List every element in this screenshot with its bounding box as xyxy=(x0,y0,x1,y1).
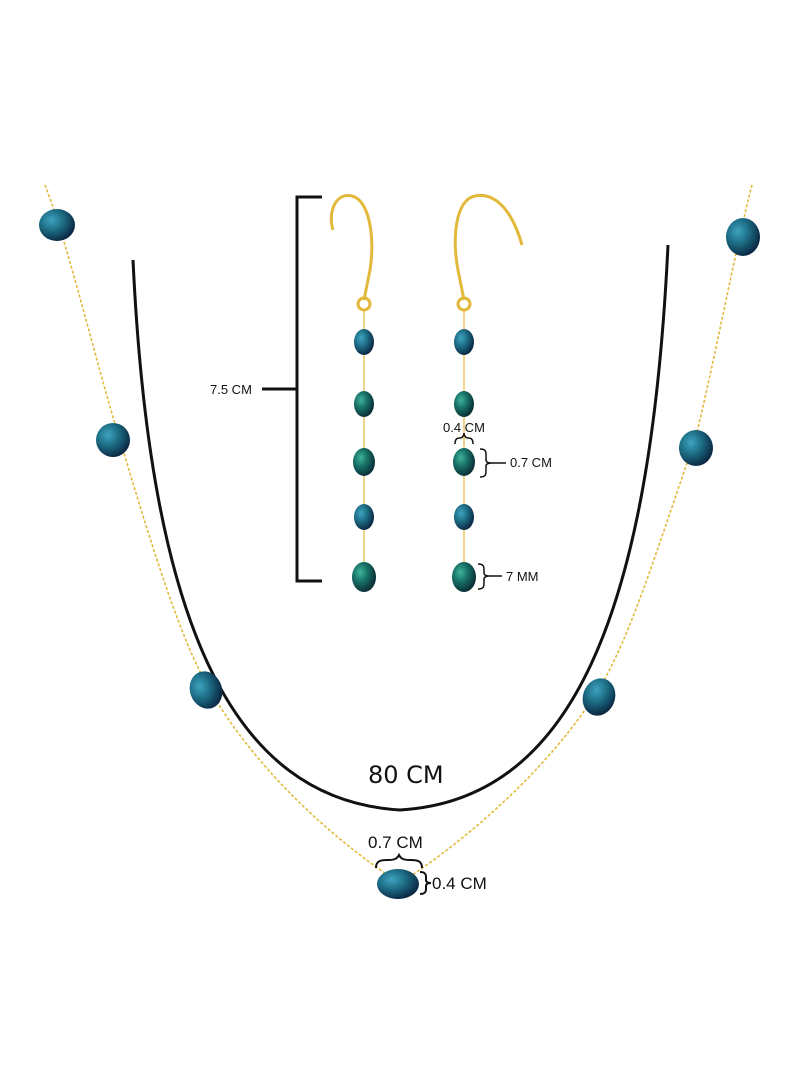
necklace-chain-right xyxy=(404,184,753,881)
necklace-pearl-width-label: 0.7 CM xyxy=(368,833,423,852)
necklace-pearl xyxy=(189,671,223,709)
bottom-pearl-brace xyxy=(477,563,491,590)
necklace xyxy=(39,184,760,899)
earring-pearl xyxy=(454,504,474,530)
necklace-pearl xyxy=(726,218,760,256)
earring-pearl-height-label: 0.7 CM xyxy=(510,455,552,470)
necklace-pearl xyxy=(96,423,130,457)
necklace-pearl-width-brace xyxy=(375,852,423,869)
earring-pearl xyxy=(452,562,476,592)
earring-right xyxy=(452,193,524,592)
necklace-length-label: 80 CM xyxy=(368,761,444,789)
necklace-center-pearl xyxy=(377,869,419,899)
ear-hook xyxy=(329,194,374,301)
necklace-chain-left xyxy=(44,184,396,881)
earring-length-bracket xyxy=(262,195,322,583)
necklace-pearl xyxy=(679,430,713,466)
necklace-pearl-height-brace xyxy=(419,871,432,895)
earring-bottom-pearl-label: 7 MM xyxy=(506,569,539,584)
earring-left xyxy=(329,194,376,592)
earring-length-label: 7.5 CM xyxy=(210,382,252,397)
earring-pearl xyxy=(454,329,474,355)
pearl-height-brace xyxy=(479,448,493,478)
earring-pearl-width-label: 0.4 CM xyxy=(443,420,485,435)
pearl-width-brace xyxy=(454,432,474,445)
necklace-pearl xyxy=(582,678,616,716)
earring-pearl xyxy=(354,391,374,417)
earring-pearl xyxy=(453,448,475,476)
earring-pearl xyxy=(354,504,374,530)
earring-pearl xyxy=(353,448,375,476)
necklace-pearl xyxy=(39,209,75,241)
earring-pearl xyxy=(354,329,374,355)
ear-hook xyxy=(453,193,524,301)
earring-pearl xyxy=(352,562,376,592)
neck-form-outline xyxy=(131,244,670,812)
earring-pearl xyxy=(454,391,474,417)
necklace-pearl-height-label: 0.4 CM xyxy=(432,874,487,893)
